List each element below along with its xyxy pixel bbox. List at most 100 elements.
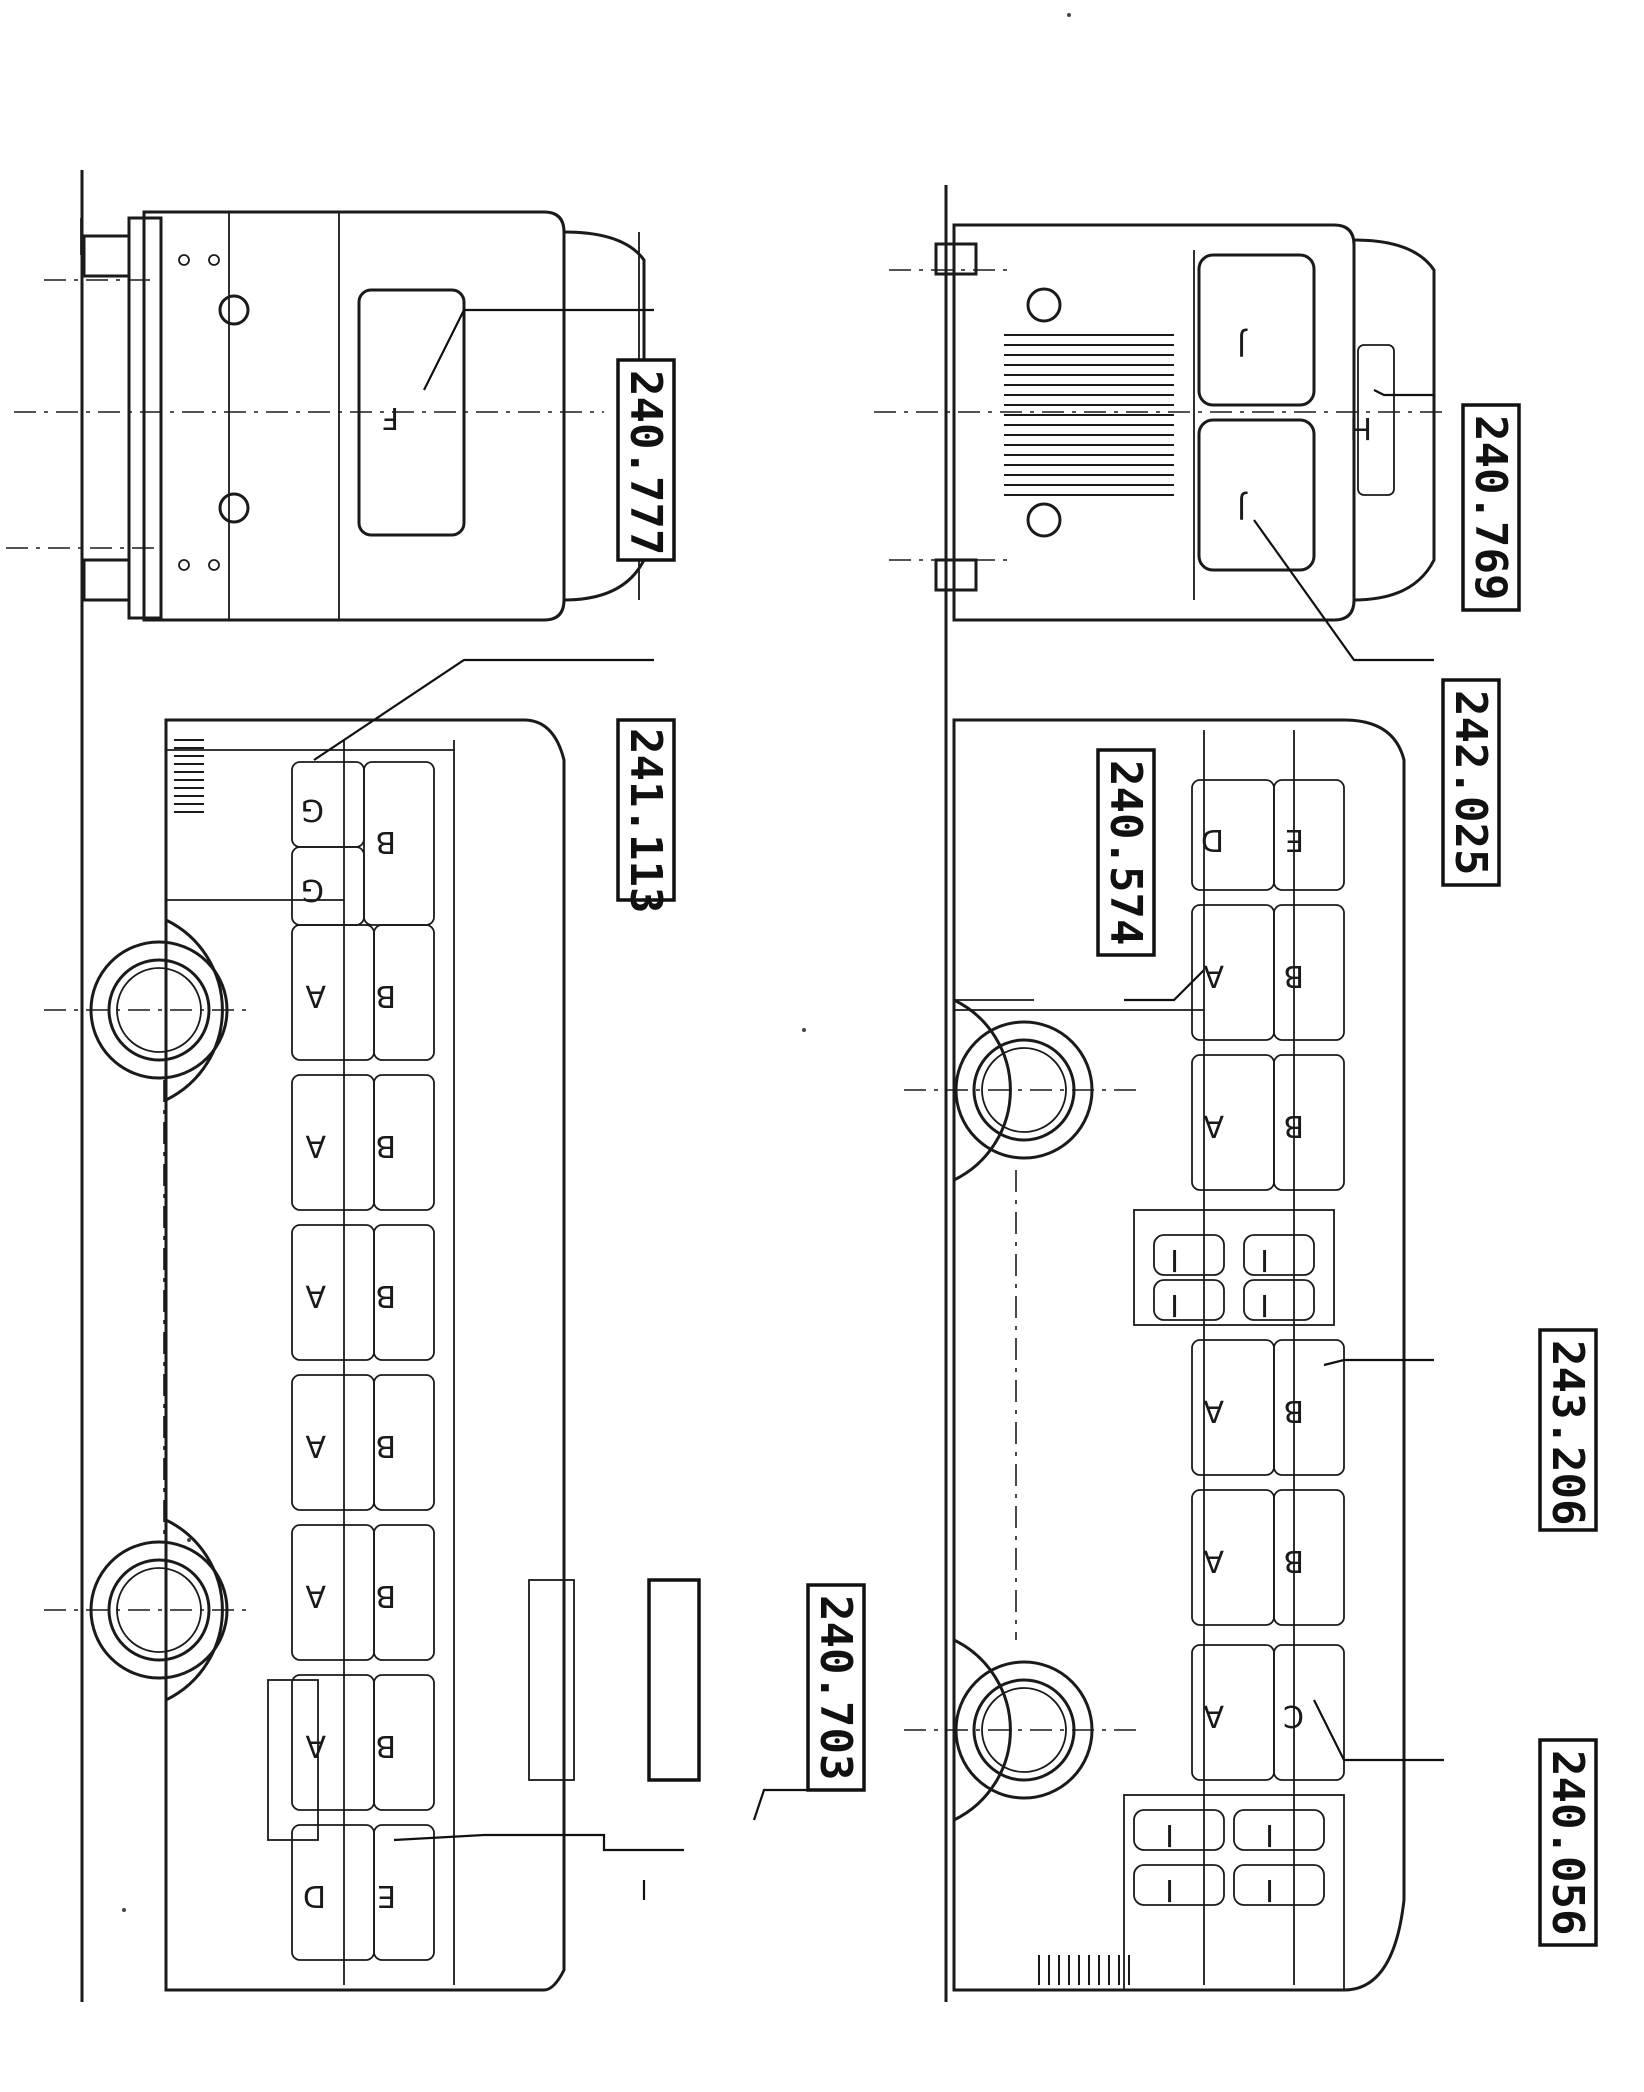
letter-b-5: B <box>375 1578 396 1613</box>
window-b-5 <box>373 1524 435 1661</box>
vent-block-2 <box>1123 1794 1345 1991</box>
svg-text:242.025: 242.025 <box>1445 690 1496 875</box>
grille-right <box>1038 1955 1130 1985</box>
letter-f: F <box>382 400 399 435</box>
svg-text:243.206: 243.206 <box>1542 1340 1593 1525</box>
window-a-2 <box>291 1074 375 1211</box>
letter-i-2: I <box>1170 1242 1179 1277</box>
letter-b-1: B <box>375 978 396 1013</box>
window-e-right <box>1273 779 1345 891</box>
window-b-r2 <box>1273 1054 1345 1191</box>
window-a-3 <box>291 1224 375 1361</box>
front-grille-right <box>1004 334 1174 496</box>
letter-j-2: J <box>1237 490 1248 525</box>
svg-text:240.703: 240.703 <box>810 1595 861 1780</box>
end-view-body-left <box>142 210 566 622</box>
window-a-6 <box>291 1674 375 1811</box>
svg-text:240.777: 240.777 <box>620 370 671 555</box>
letter-a-6: A <box>305 1728 326 1763</box>
letter-b-r2: B <box>1283 1108 1304 1143</box>
window-row-left <box>291 761 435 1961</box>
ref-240-574: 240.574 <box>1096 748 1156 957</box>
window-row-right <box>1123 779 1345 1991</box>
leader-lines <box>313 308 1444 1900</box>
ref-243-206: 243.206 <box>1538 1328 1598 1532</box>
letter-b-r4: B <box>1283 1543 1304 1578</box>
end-view-right <box>874 223 1444 622</box>
letter-c-r5: C <box>1283 1698 1304 1733</box>
letter-g-2: G <box>301 872 324 907</box>
ref-240-056: 240.056 <box>1538 1738 1598 1947</box>
letter-b-0: B <box>375 824 396 859</box>
letter-d-left: D <box>303 1878 326 1913</box>
letter-a-1: A <box>305 978 326 1013</box>
side-body-left <box>164 718 566 1992</box>
window-a-1 <box>291 924 375 1061</box>
letter-b-2: B <box>375 1128 396 1163</box>
window-b-r4 <box>1273 1489 1345 1626</box>
window-a-4 <box>291 1374 375 1511</box>
letter-g-1: G <box>301 792 324 827</box>
window-b-3 <box>373 1224 435 1361</box>
svg-text:241.113: 241.113 <box>620 728 671 913</box>
letter-b-r1: B <box>1283 958 1304 993</box>
panel-letters: F G G B A B A B A B A B A B A B D E J J … <box>301 327 1372 1913</box>
letter-e-right: E <box>1285 822 1304 857</box>
letter-b-4: B <box>375 1428 396 1463</box>
ref-240-777: 240.777 <box>616 358 676 562</box>
grille-left <box>174 739 204 813</box>
reference-boxes: 240.777 241.113 240.769 242.025 240.574 … <box>616 358 1598 1947</box>
letter-i-8: I <box>1165 1872 1174 1907</box>
windscreen-j-1 <box>1197 253 1316 407</box>
svg-text:240.769: 240.769 <box>1465 415 1516 600</box>
letter-i-4: I <box>1170 1287 1179 1322</box>
ref-240-769: 240.769 <box>1461 403 1521 612</box>
side-view-right <box>904 718 1406 1992</box>
vent-block-1 <box>1133 1209 1335 1326</box>
letter-i-5: I <box>1265 1817 1274 1852</box>
ref-240-703: 240.703 <box>806 1583 866 1792</box>
letter-a-4: A <box>305 1428 326 1463</box>
letter-i-7: I <box>1265 1872 1274 1907</box>
letter-i-6: I <box>1165 1817 1174 1852</box>
letter-e-left: E <box>377 1878 396 1913</box>
letter-a-r4: A <box>1203 1543 1224 1578</box>
letter-a-r2: A <box>1203 1108 1224 1143</box>
end-view-body-right <box>952 223 1356 622</box>
letter-a-r5: A <box>1203 1698 1224 1733</box>
window-b-1 <box>373 924 435 1061</box>
bus-right-drawings <box>874 185 1444 2002</box>
blank-reference-box <box>647 1578 701 1782</box>
window-b-0 <box>363 761 435 926</box>
window-e-left <box>373 1824 435 1961</box>
letter-b-6: B <box>375 1728 396 1763</box>
letter-b-r3: B <box>1283 1393 1304 1428</box>
window-c-r5 <box>1273 1644 1345 1781</box>
roof-dome-right <box>1353 238 1436 602</box>
letter-a-2: A <box>305 1128 326 1163</box>
window-b-r3 <box>1273 1339 1345 1476</box>
ref-242-025: 242.025 <box>1441 678 1501 887</box>
window-b-r1 <box>1273 904 1345 1041</box>
window-h <box>1357 344 1395 496</box>
letter-i-3: I <box>1260 1287 1269 1322</box>
letter-b-3: B <box>375 1278 396 1313</box>
letter-d-right: D <box>1201 822 1224 857</box>
scan-specks <box>122 13 1071 1912</box>
bus-left-drawings <box>0 170 646 2002</box>
letter-a-r1: A <box>1203 958 1224 993</box>
ref-241-113: 241.113 <box>616 718 676 913</box>
letter-i-1: I <box>1260 1242 1269 1277</box>
end-view-left <box>0 210 646 622</box>
windscreen-j-2 <box>1197 418 1316 572</box>
side-view-left <box>44 718 575 1992</box>
window-a-5 <box>291 1524 375 1661</box>
letter-j-1: J <box>1237 327 1248 362</box>
letter-h: H <box>1349 410 1372 445</box>
svg-text:240.574: 240.574 <box>1100 760 1151 945</box>
letter-a-3: A <box>305 1278 326 1313</box>
side-body-right <box>952 718 1406 1992</box>
svg-text:240.056: 240.056 <box>1542 1750 1593 1935</box>
window-b-2 <box>373 1074 435 1211</box>
